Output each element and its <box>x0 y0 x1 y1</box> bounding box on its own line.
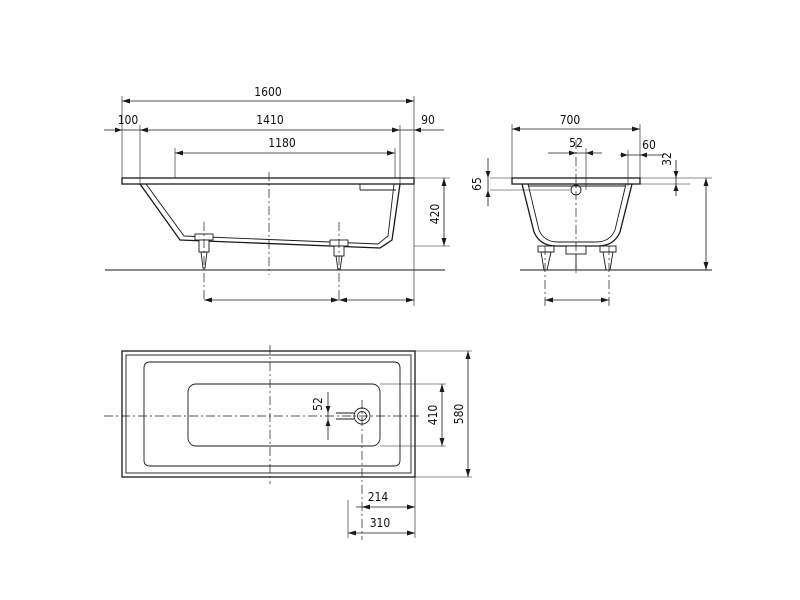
dim-90: 90 <box>421 113 435 127</box>
dim-1180: 1180 <box>268 136 296 150</box>
tub-floor-plan <box>187 383 381 447</box>
tub-leg-side-left <box>537 245 555 271</box>
dim-100: 100 <box>118 113 139 127</box>
side-elevation: 700 52 60 32 65 <box>470 113 712 306</box>
dim-420: 420 <box>428 204 442 225</box>
dim-580: 580 <box>452 404 466 425</box>
front-elevation: 1600 100 1410 90 1180 420 <box>104 85 450 306</box>
tub-outline-plan <box>121 350 416 478</box>
dim-1600: 1600 <box>254 85 282 99</box>
dim-52-plan: 52 <box>311 397 325 411</box>
tub-leg-side-right <box>599 245 617 271</box>
tub-rim-front <box>121 177 415 185</box>
tub-body-front <box>139 183 401 249</box>
dim-700: 700 <box>560 113 581 127</box>
dim-1410: 1410 <box>256 113 284 127</box>
dim-32: 32 <box>660 152 674 166</box>
tub-body-side <box>521 183 633 247</box>
dim-310: 310 <box>370 516 391 530</box>
dim-410: 410 <box>426 405 440 426</box>
dim-52-side: 52 <box>569 136 583 150</box>
dim-60: 60 <box>642 138 656 152</box>
tub-basin-plan <box>143 361 401 467</box>
dim-214: 214 <box>368 490 389 504</box>
plan-view: 52 410 580 214 310 <box>104 345 472 540</box>
dim-65: 65 <box>470 177 484 191</box>
